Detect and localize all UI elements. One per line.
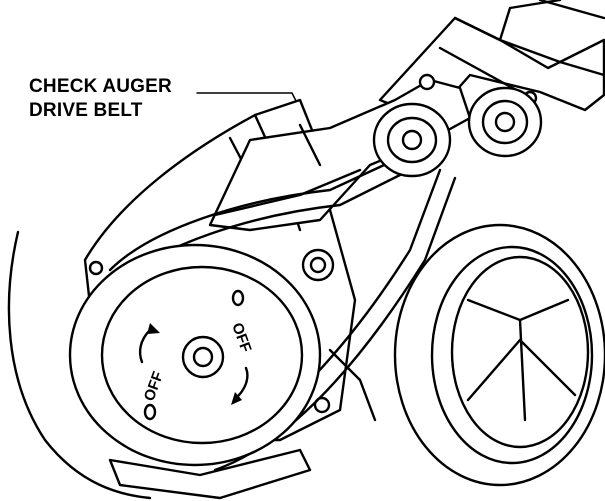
lower-frame xyxy=(108,348,377,500)
mounting-bolt xyxy=(301,248,335,282)
wheel xyxy=(393,223,605,487)
callout-line-1: CHECK AUGER xyxy=(29,76,172,97)
idler-pulley-left xyxy=(372,102,452,178)
callout-label: CHECK AUGER DRIVE BELT xyxy=(29,75,172,123)
housing-edge xyxy=(7,230,152,500)
callout-line-2: DRIVE BELT xyxy=(29,100,143,121)
auger-pulley: OFF OFF xyxy=(68,243,322,467)
idler-pulley-right xyxy=(467,86,543,158)
